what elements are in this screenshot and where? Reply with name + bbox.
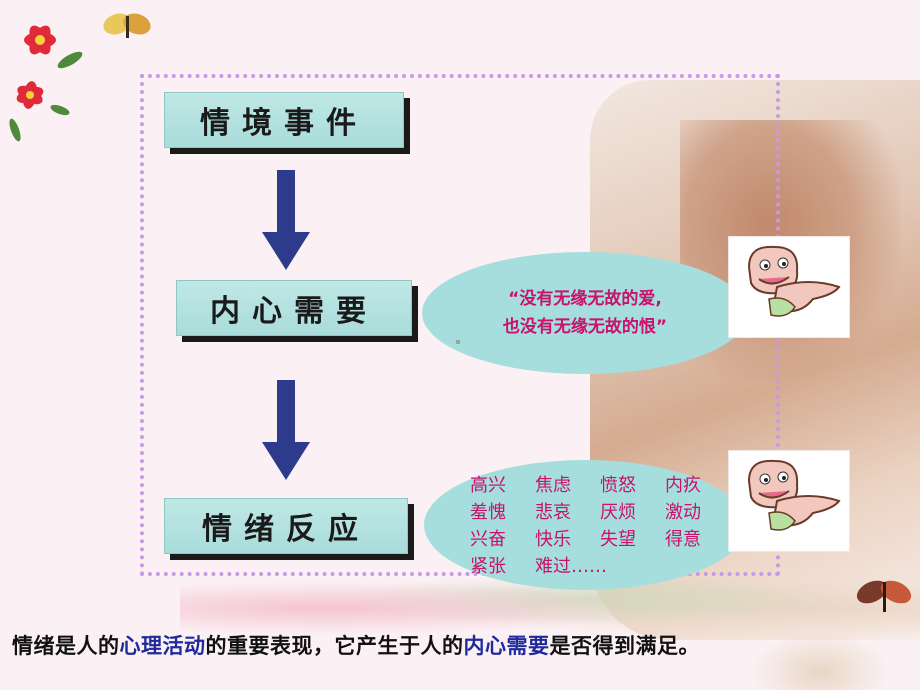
emotion-word: 焦虑	[535, 475, 571, 496]
emotion-row: 紧张 难过……	[470, 553, 746, 580]
cartoon-card	[728, 450, 850, 552]
quote-line-1: “没有无缘无故的爱,	[508, 289, 662, 309]
step-situation-event: 情境事件	[164, 92, 404, 148]
caption-text: 的重要表现，它产生于人的	[205, 634, 464, 658]
cartoon-card	[728, 236, 850, 338]
emotion-row: 兴奋 快乐 失望 得意	[470, 526, 746, 553]
emotion-word: 激动	[665, 502, 701, 523]
emotion-word: 悲哀	[535, 502, 571, 523]
caption-highlight: 心理活动	[119, 634, 206, 658]
summary-sentence: 情绪是人的心理活动的重要表现，它产生于人的内心需要是否得到满足。	[12, 630, 912, 660]
emotion-word: 高兴	[470, 475, 506, 496]
emotion-bubble: 高兴 焦虑 愤怒 内疚 羞愧 悲哀 厌烦 激动 兴奋 快乐 失望 得意 紧张 难…	[424, 460, 746, 590]
emotion-word: 紧张	[470, 556, 506, 577]
step-emotional-reaction: 情绪反应	[164, 498, 408, 554]
emotion-row: 羞愧 悲哀 厌烦 激动	[470, 499, 746, 526]
emotion-row: 高兴 焦虑 愤怒 内疚	[470, 472, 746, 499]
emotion-word: 快乐	[535, 529, 571, 550]
down-arrow-icon	[262, 380, 310, 480]
down-arrow-icon	[262, 170, 310, 270]
emotion-word: 愤怒	[600, 475, 636, 496]
emotion-word: 得意	[665, 529, 701, 550]
step-inner-need: 内心需要	[176, 280, 412, 336]
dot-marker	[456, 340, 460, 344]
dinosaur-cartoon-icon	[747, 245, 841, 317]
emotion-word: 厌烦	[600, 502, 636, 523]
quote-bubble: “没有无缘无故的爱, 也没有无缘无故的恨”	[422, 252, 748, 374]
emotion-word: 兴奋	[470, 529, 506, 550]
caption-highlight: 内心需要	[463, 634, 550, 658]
caption-text: 是否得到满足。	[549, 634, 700, 658]
emotion-word: 内疚	[665, 475, 701, 496]
books-decoration	[750, 630, 890, 690]
emotion-word: 失望	[600, 529, 636, 550]
dinosaur-cartoon-icon	[747, 459, 841, 531]
flower-corner-decoration	[9, 13, 151, 142]
caption-text: 情绪是人的	[12, 634, 120, 658]
butterfly-icon	[856, 580, 912, 612]
emotion-word: 难过……	[535, 556, 607, 577]
emotion-word: 羞愧	[470, 502, 506, 523]
butterfly-icon	[103, 13, 151, 38]
quote-line-2: 也没有无缘无故的恨”	[502, 317, 668, 337]
